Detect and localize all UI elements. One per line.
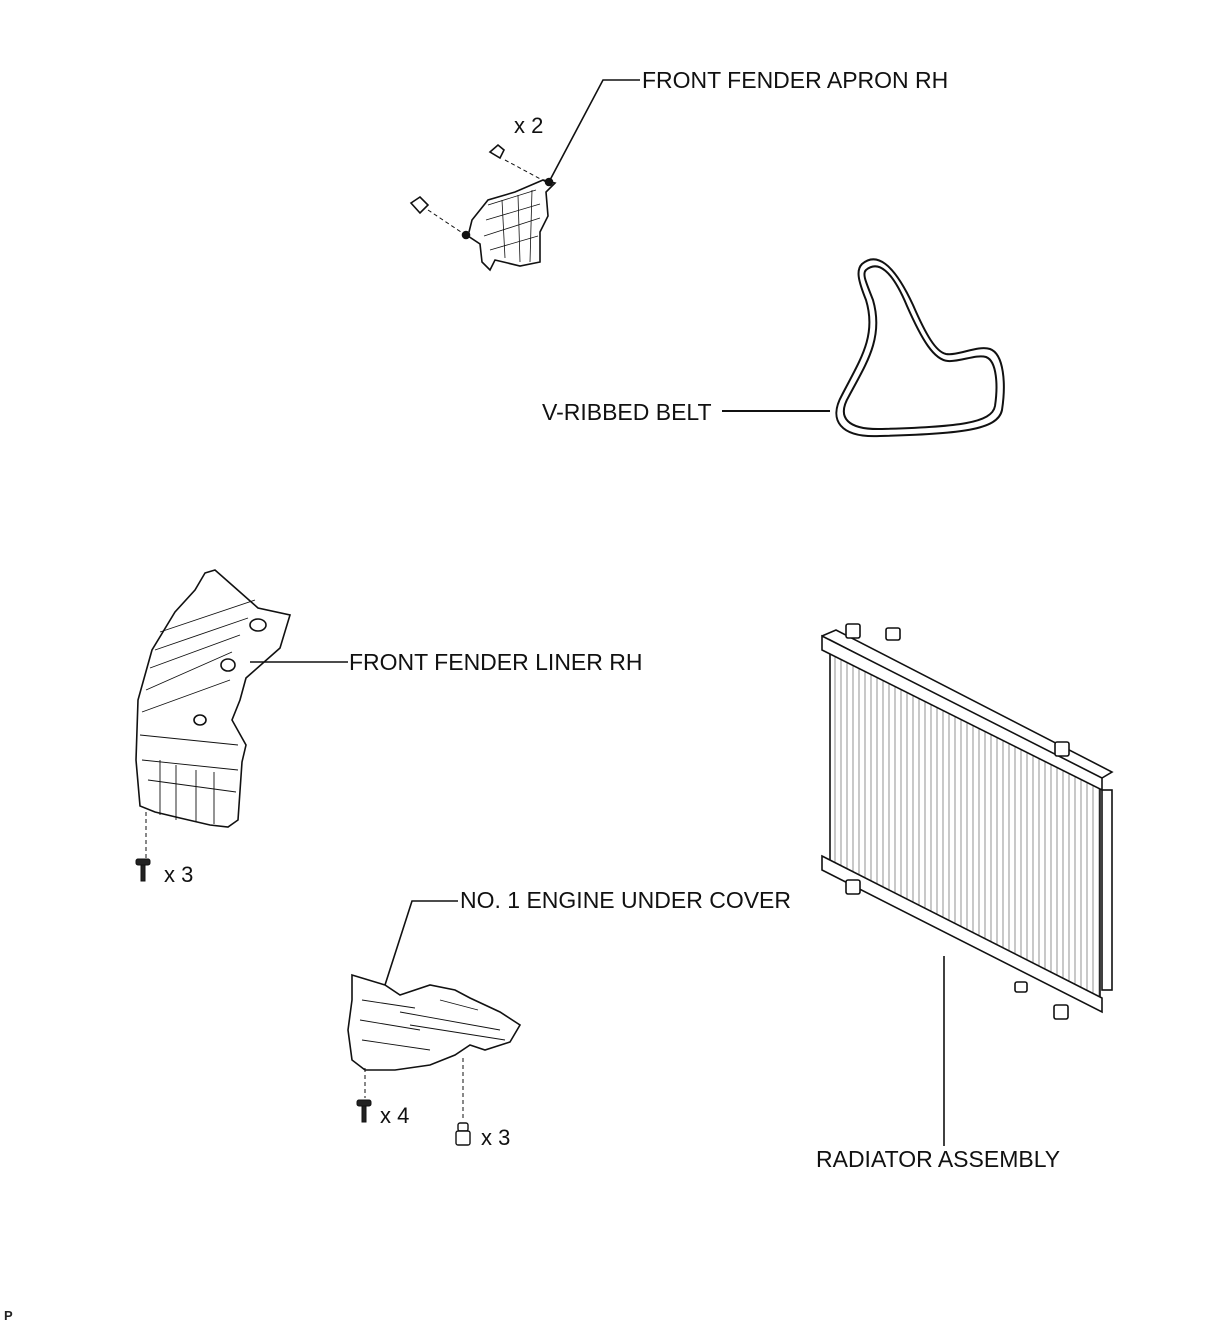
apron-clip-left <box>409 195 465 235</box>
front-fender-apron-drawing <box>461 79 640 272</box>
corner-mark: P <box>4 1308 13 1323</box>
engine-under-cover-drawing <box>347 900 522 1120</box>
radiator-assembly-drawing <box>821 623 1114 1146</box>
under-cover-bolt-quantity: x 4 <box>380 1103 409 1128</box>
label-no1-engine-under-cover: NO. 1 ENGINE UNDER COVER <box>460 887 791 913</box>
under-cover-clip-icon <box>455 1122 471 1146</box>
label-radiator-assembly: RADIATOR ASSEMBLY <box>816 1146 1060 1172</box>
liner-screw-quantity: x 3 <box>164 862 193 887</box>
v-ribbed-belt-drawing <box>722 258 1005 438</box>
liner-screw-icon <box>135 858 151 882</box>
label-front-fender-apron-rh: FRONT FENDER APRON RH <box>642 67 948 93</box>
apron-clip-quantity: x 2 <box>514 113 543 138</box>
under-cover-clip-quantity: x 3 <box>481 1125 510 1150</box>
front-fender-liner-drawing <box>135 569 348 858</box>
label-front-fender-liner-rh: FRONT FENDER LINER RH <box>349 649 643 675</box>
under-cover-bolt-icon <box>356 1099 372 1123</box>
label-v-ribbed-belt: V-RIBBED BELT <box>542 399 712 425</box>
apron-clip-top <box>488 143 547 183</box>
